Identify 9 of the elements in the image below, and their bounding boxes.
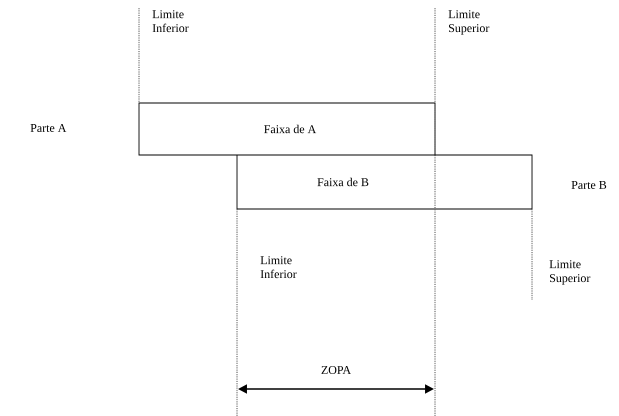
range-box: Faixa de A [138, 102, 436, 156]
label-text: Parte B [572, 181, 606, 189]
label-text: Limite Inferior [152, 10, 189, 32]
label-text: Parte A [30, 124, 66, 132]
label-text: Limite Superior [550, 260, 590, 285]
label-text: ZOPA [322, 366, 351, 374]
label-text: Limite Inferior [260, 256, 297, 278]
label-text: Limite Superior [448, 10, 490, 35]
range-box: Faixa de B [236, 154, 532, 210]
